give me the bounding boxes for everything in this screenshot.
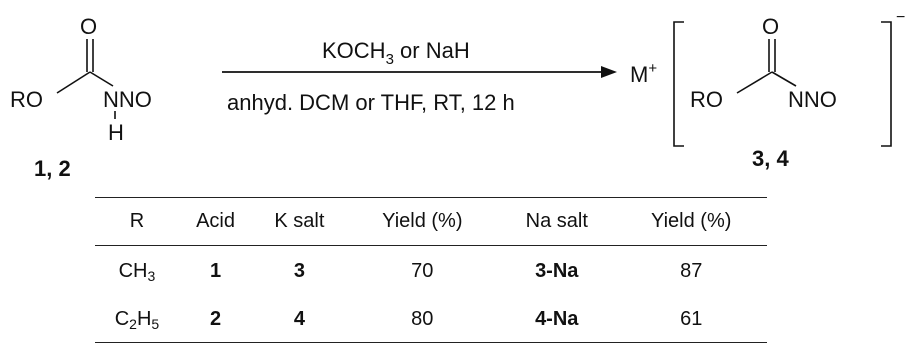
reactant-r-group: RO <box>10 87 43 112</box>
reactant-structure: RO O NNO H 1, 2 <box>10 14 152 181</box>
reaction-arrow: KOCH3 or NaH anhyd. DCM or THF, RT, 12 h <box>222 38 617 115</box>
cell-na-salt: 3-Na <box>535 259 579 282</box>
right-bracket <box>881 21 892 147</box>
table-row: C2H5 2 4 80 4-Na 61 <box>95 296 767 343</box>
reactant-h: H <box>108 120 124 145</box>
reactant-carbonyl-o: O <box>80 14 97 39</box>
bond-ro-c <box>56 71 91 94</box>
header-k-yield: Yield (%) <box>346 197 499 246</box>
arrow-head <box>601 66 617 78</box>
r-formula-mid: H <box>136 307 152 330</box>
cell-r: C2H5 <box>95 296 179 343</box>
left-bracket <box>673 21 684 147</box>
product-n-group: NNO <box>788 87 837 112</box>
table-header-row: R Acid K salt Yield (%) Na salt Yield (%… <box>95 197 767 246</box>
header-k-salt: K salt <box>252 197 347 246</box>
header-na-salt: Na salt <box>498 197 616 246</box>
product-anion-charge: − <box>896 9 905 26</box>
cell-k-salt: 4 <box>252 296 347 343</box>
r-formula-main: CH <box>118 259 148 282</box>
reactant-label: 1, 2 <box>34 156 71 181</box>
cell-na-salt: 4-Na <box>498 296 616 343</box>
cell-k-yield: 80 <box>346 296 499 343</box>
conditions-below: anhyd. DCM or THF, RT, 12 h <box>227 90 515 115</box>
table-row: CH3 1 3 70 3-Na 87 <box>95 246 767 297</box>
product-carbonyl-o: O <box>762 14 779 39</box>
bond-c-n <box>89 71 114 87</box>
header-acid: Acid <box>178 197 253 246</box>
conditions-above-prefix: KOCH <box>322 38 386 63</box>
cell-acid: 2 <box>178 296 253 343</box>
header-r: R <box>95 197 179 246</box>
cell-r: CH3 <box>95 246 179 297</box>
cell-k-salt: 3 <box>293 259 305 282</box>
product-structure: M+ RO O NNO − 3, 4 <box>630 9 905 171</box>
product-cation-charge: + <box>648 60 657 77</box>
cell-na-yield: 87 <box>680 259 703 282</box>
r-formula-sub2: 5 <box>151 315 160 332</box>
r-formula-sub1: 3 <box>147 267 156 284</box>
conditions-above-suffix: or NaH <box>394 38 470 63</box>
reaction-scheme: RO O NNO H 1, 2 KOCH3 or NaH anhyd. DCM … <box>10 9 905 181</box>
product-cation: M+ <box>630 60 657 87</box>
reactant-n-group: NNO <box>103 87 152 112</box>
product-cation-symbol: M <box>630 62 648 87</box>
header-na-yield: Yield (%) <box>615 197 767 246</box>
cell-k-yield: 70 <box>411 259 434 282</box>
cell-acid: 1 <box>209 259 222 282</box>
product-r-group: RO <box>690 87 723 112</box>
product-bond-c-n <box>771 71 797 87</box>
conditions-above-subscript: 3 <box>386 51 394 68</box>
product-bond-ro-c <box>736 71 773 94</box>
conditions-above: KOCH3 or NaH <box>322 38 470 68</box>
results-table: R Acid K salt Yield (%) Na salt Yield (%… <box>95 197 767 343</box>
cell-na-yield: 61 <box>615 296 767 343</box>
product-label: 3, 4 <box>752 146 789 171</box>
r-formula-sub1: 2 <box>129 315 137 332</box>
r-formula-main: C <box>114 307 130 330</box>
